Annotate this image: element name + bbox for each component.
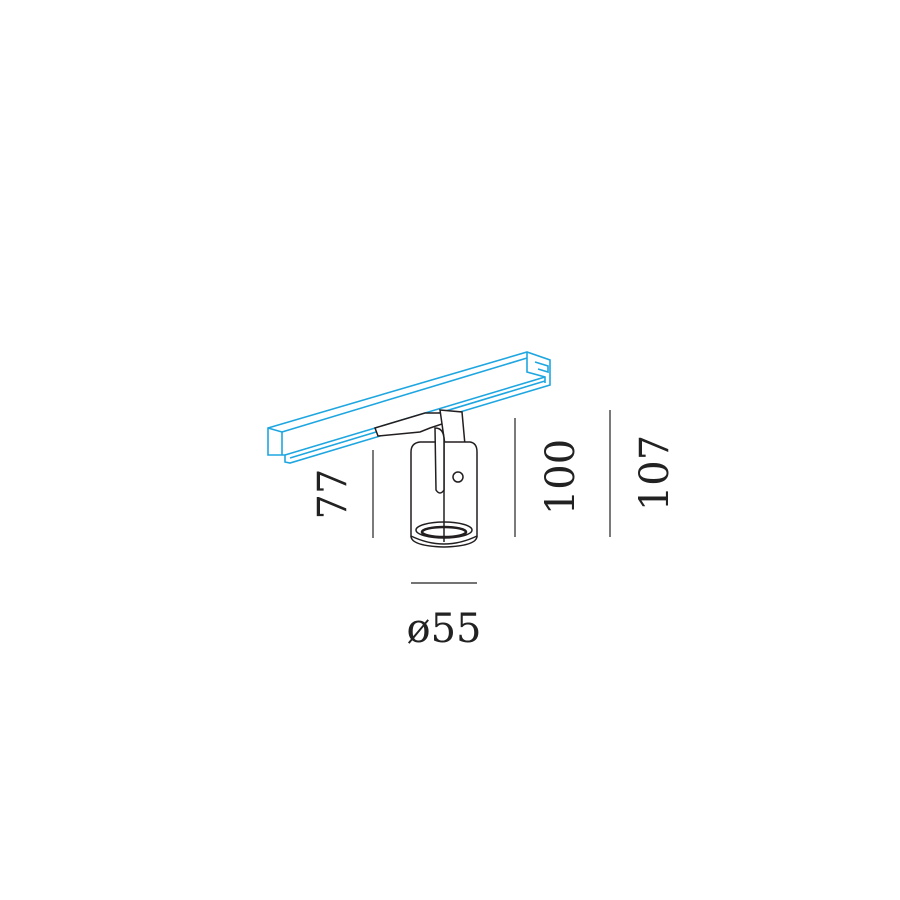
track-rail bbox=[267, 351, 551, 464]
dimension-label-100: 100 bbox=[538, 439, 584, 515]
dimension-label-diameter: ø55 bbox=[407, 606, 482, 652]
dimension-label-107: 107 bbox=[632, 435, 678, 511]
dimension-lines bbox=[372, 410, 611, 584]
dimension-label-77: 77 bbox=[310, 469, 356, 520]
spotlight-fixture bbox=[374, 409, 478, 548]
